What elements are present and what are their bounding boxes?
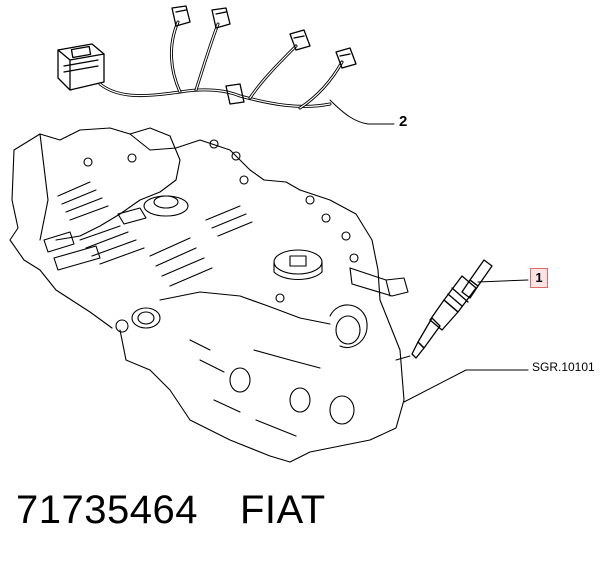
part-number: 71735464 <box>16 488 198 532</box>
brand-name: FIAT <box>239 488 326 532</box>
reference-leader <box>403 369 529 403</box>
callout-harness-number: 2 <box>399 113 408 130</box>
callout-reference-code: SGR.10101 <box>532 360 595 374</box>
cylinder-head <box>9 127 409 463</box>
callout-glow-plug-number[interactable]: 1 <box>530 268 548 288</box>
wiring-harness <box>57 5 395 125</box>
part-caption: 71735464 FIAT <box>16 488 326 533</box>
glow-plug <box>395 259 529 361</box>
